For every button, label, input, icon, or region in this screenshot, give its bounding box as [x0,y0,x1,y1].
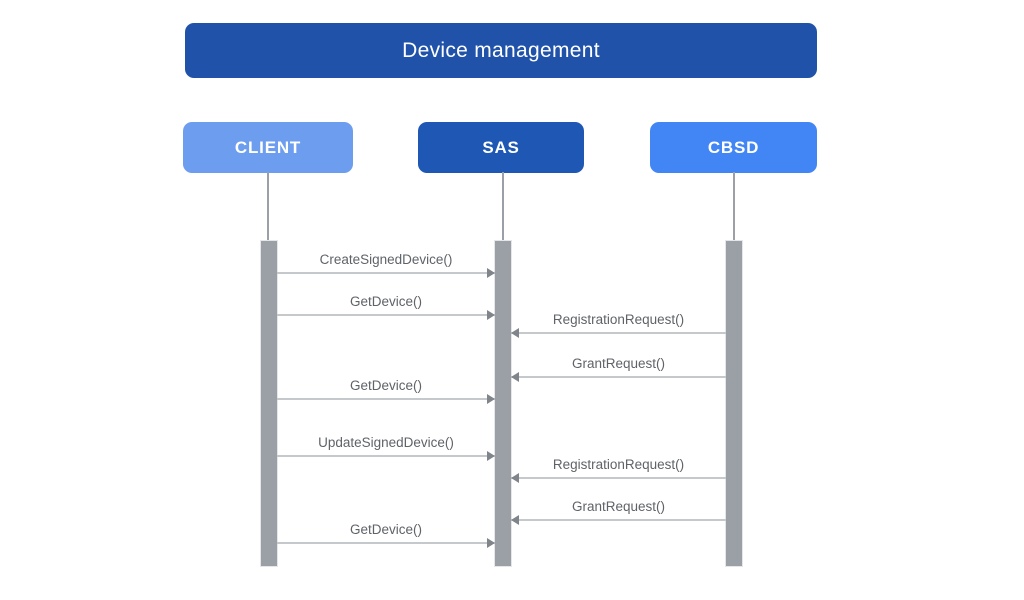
message-arrowhead-7 [511,515,519,525]
actor-client-label: CLIENT [234,137,302,157]
actor-sas: SAS [418,122,584,173]
activation-bar-cbsd [726,241,742,566]
message-line-0 [277,272,495,274]
message-line-6 [511,477,726,479]
message-arrowhead-5 [487,451,495,461]
actor-cbsd: CBSD [650,122,817,173]
message-label-0: CreateSignedDevice() [319,252,453,267]
message-arrowhead-3 [511,372,519,382]
message-label-2: RegistrationRequest() [552,312,685,327]
message-arrowhead-4 [487,394,495,404]
message-line-1 [277,314,495,316]
message-line-5 [277,455,495,457]
message-label-3: GrantRequest() [571,356,666,371]
message-label-8: GetDevice() [349,522,423,537]
activation-bar-client [261,241,277,566]
message-label-4: GetDevice() [349,378,423,393]
message-label-5: UpdateSignedDevice() [318,435,454,450]
message-arrowhead-6 [511,473,519,483]
message-line-2 [511,332,726,334]
message-line-7 [511,519,726,521]
activation-bar-sas [495,241,511,566]
lifeline-sas [502,172,504,241]
message-label-7: GrantRequest() [571,499,666,514]
message-label-1: GetDevice() [349,294,423,309]
actor-sas-label: SAS [482,137,520,157]
diagram-title-bar: Device management [185,23,817,78]
message-line-3 [511,376,726,378]
message-arrowhead-2 [511,328,519,338]
message-line-4 [277,398,495,400]
message-label-6: RegistrationRequest() [552,457,685,472]
actor-cbsd-label: CBSD [707,137,760,157]
lifeline-client [267,172,269,241]
diagram-title: Device management [402,38,600,62]
actor-client: CLIENT [183,122,353,173]
lifeline-cbsd [733,172,735,241]
message-arrowhead-0 [487,268,495,278]
message-arrowhead-1 [487,310,495,320]
message-arrowhead-8 [487,538,495,548]
message-line-8 [277,542,495,544]
